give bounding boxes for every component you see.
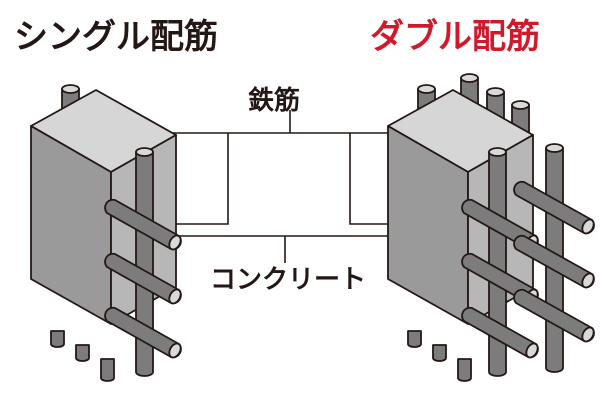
leader-rebar-right-branch <box>349 133 395 225</box>
left-bottom-stubs <box>50 330 115 382</box>
right-bottom-stubs <box>407 330 472 382</box>
left-horizontal-rebars <box>104 198 182 359</box>
title-single-rebar: シングル配筋 <box>14 17 218 57</box>
callout-label-concrete: コンクリート <box>210 265 367 295</box>
callout-label-rebar: 鉄筋 <box>248 86 301 116</box>
left-concrete-block <box>30 84 182 382</box>
right-horizontal-rebars-outer <box>513 180 595 343</box>
leader-rebar-left-branch <box>168 133 229 225</box>
right-concrete-block <box>387 73 595 382</box>
title-double-rebar: ダブル配筋 <box>370 17 540 57</box>
left-face-vertical-rebar <box>135 147 154 377</box>
